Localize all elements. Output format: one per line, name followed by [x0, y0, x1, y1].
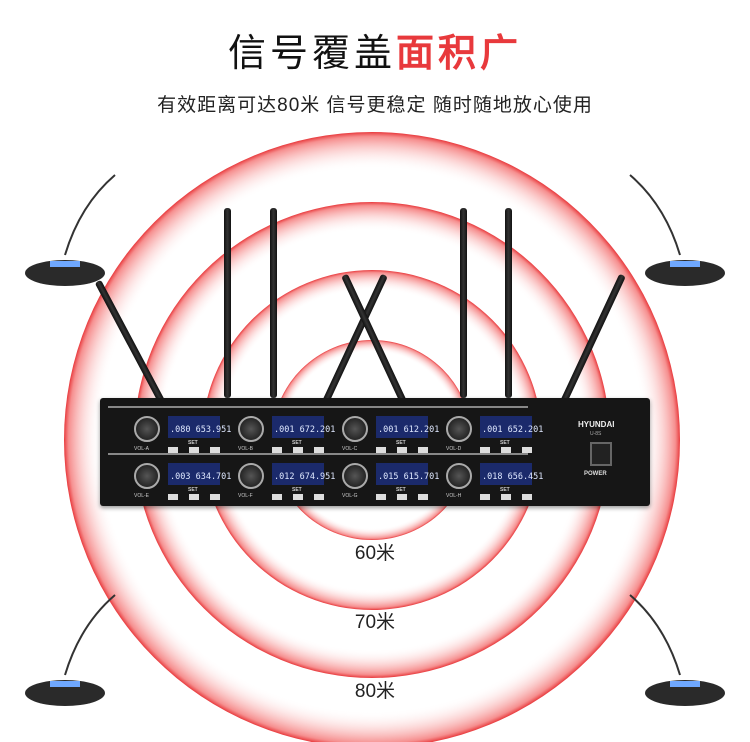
distance-80: 80米: [354, 681, 396, 702]
lcd-display: .001 672.201: [272, 416, 335, 438]
volume-knob[interactable]: [446, 416, 472, 442]
lcd-display: .012 674.951: [272, 463, 335, 485]
subtitle: 有效距离可达80米 信号更稳定 随时随地放心使用: [157, 95, 593, 116]
model-label: U-8S: [590, 431, 602, 437]
headline-red: 面积广: [396, 33, 523, 75]
left-button[interactable]: [168, 494, 178, 500]
volume-knob[interactable]: [134, 463, 160, 489]
right-button[interactable]: [418, 494, 428, 500]
set-button[interactable]: [293, 447, 303, 453]
set-label: SET: [292, 440, 302, 446]
headline: 信号覆盖面积广: [0, 22, 750, 77]
right-button[interactable]: [314, 494, 324, 500]
conference-microphone: [629, 174, 725, 286]
vol-label: VOL-C: [342, 446, 358, 452]
vol-label: VOL-D: [446, 446, 462, 452]
left-button[interactable]: [376, 494, 386, 500]
lcd-display: .001 652.201: [480, 416, 543, 438]
left-button[interactable]: [168, 447, 178, 453]
right-button[interactable]: [210, 447, 220, 453]
antenna: [460, 208, 467, 398]
left-button[interactable]: [480, 447, 490, 453]
vol-label: VOL-G: [342, 493, 358, 499]
set-button[interactable]: [397, 494, 407, 500]
vol-label: VOL-B: [238, 446, 254, 452]
power-label: POWER: [584, 471, 607, 477]
right-button[interactable]: [314, 447, 324, 453]
set-label: SET: [500, 440, 510, 446]
conference-microphone: [25, 174, 116, 286]
lcd-display: .018 656.451: [480, 463, 543, 485]
right-button[interactable]: [418, 447, 428, 453]
right-button[interactable]: [522, 447, 532, 453]
brand-logo: HYUNDAI: [578, 420, 615, 429]
left-button[interactable]: [376, 447, 386, 453]
distance-70: 70米: [354, 612, 396, 633]
set-label: SET: [396, 440, 406, 446]
volume-knob[interactable]: [134, 416, 160, 442]
lcd-display: .080 653.951: [168, 416, 231, 438]
set-label: SET: [396, 487, 406, 493]
power-switch[interactable]: [590, 442, 612, 466]
set-button[interactable]: [501, 447, 511, 453]
headline-black: 信号覆盖: [227, 33, 396, 75]
vol-label: VOL-F: [238, 493, 253, 499]
set-label: SET: [188, 440, 198, 446]
lcd-display: .001 612.201: [376, 416, 439, 438]
set-label: SET: [500, 487, 510, 493]
volume-knob[interactable]: [342, 463, 368, 489]
set-button[interactable]: [189, 447, 199, 453]
volume-knob[interactable]: [342, 416, 368, 442]
right-button[interactable]: [522, 494, 532, 500]
set-label: SET: [292, 487, 302, 493]
volume-knob[interactable]: [446, 463, 472, 489]
lcd-display: .003 634.701: [168, 463, 231, 485]
antenna: [270, 208, 277, 398]
volume-knob[interactable]: [238, 463, 264, 489]
set-button[interactable]: [189, 494, 199, 500]
distance-60: 60米: [354, 543, 396, 564]
volume-knob[interactable]: [238, 416, 264, 442]
left-button[interactable]: [272, 494, 282, 500]
antenna: [505, 208, 512, 398]
left-button[interactable]: [272, 447, 282, 453]
set-button[interactable]: [397, 447, 407, 453]
left-button[interactable]: [480, 494, 490, 500]
set-button[interactable]: [501, 494, 511, 500]
vol-label: VOL-H: [446, 493, 462, 499]
conference-microphone: [25, 594, 116, 706]
set-button[interactable]: [293, 494, 303, 500]
antenna: [224, 208, 231, 398]
set-label: SET: [188, 487, 198, 493]
right-button[interactable]: [210, 494, 220, 500]
vol-label: VOL-E: [134, 493, 150, 499]
lcd-display: .015 615.701: [376, 463, 439, 485]
vol-label: VOL-A: [134, 446, 150, 452]
conference-microphone: [629, 594, 725, 706]
